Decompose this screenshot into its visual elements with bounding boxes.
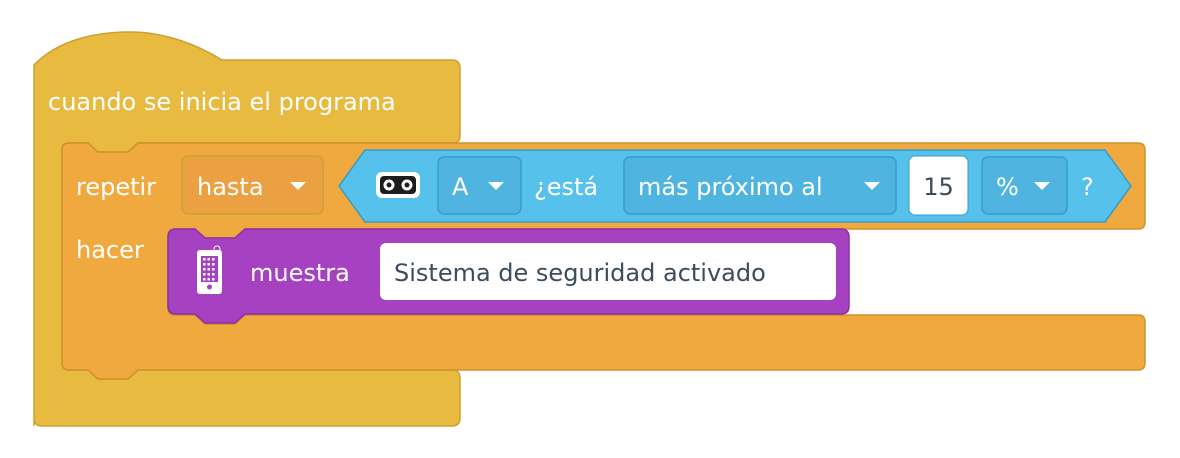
repeat-mode-value: hasta [197,173,264,201]
repeat-label: repetir [76,173,156,201]
light-matrix-icon [197,245,222,294]
unit-dropdown[interactable]: % [981,156,1068,215]
distance-value-input[interactable]: 15 [908,155,969,216]
distance-value: 15 [923,173,954,201]
chevron-down-icon [1034,182,1050,190]
chevron-down-icon [290,182,306,190]
display-text-block[interactable]: muestra Sistema de seguridad activado [167,228,850,324]
distance-condition-block[interactable]: A ¿está más próximo al 15 % ? [338,149,1132,223]
port-dropdown[interactable]: A [437,156,522,215]
question-label: ¿está [534,173,598,201]
distance-sensor-icon [376,172,420,198]
display-text-input[interactable]: Sistema de seguridad activado [380,243,836,300]
display-label: muestra [250,259,350,287]
comparison-value: más próximo al [638,173,823,201]
end-question-mark: ? [1081,173,1094,201]
do-label: hacer [76,236,144,264]
chevron-down-icon [864,182,880,190]
chevron-down-icon [488,182,504,190]
port-value: A [452,173,469,201]
unit-value: % [996,173,1019,201]
repeat-mode-dropdown[interactable]: hasta [181,155,324,215]
display-text-value: Sistema de seguridad activado [394,259,766,287]
hat-block-label: cuando se inicia el programa [48,88,396,116]
comparison-dropdown[interactable]: más próximo al [623,156,897,215]
